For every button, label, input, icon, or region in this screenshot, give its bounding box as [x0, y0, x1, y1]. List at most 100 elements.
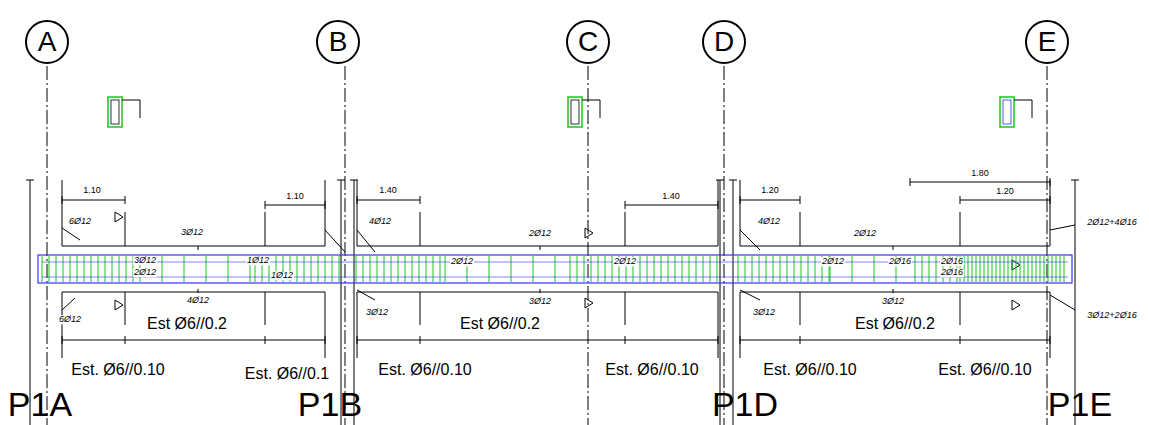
dimension-value: 1.40 [378, 186, 398, 195]
dimension-value: 1.10 [82, 186, 102, 195]
stirrup-line [91, 256, 92, 282]
dimension-value: 1.10 [285, 192, 305, 201]
stirrup-line [759, 256, 760, 282]
axis-circle: B [316, 20, 360, 64]
stirrup-line [984, 256, 985, 282]
stirrup-line [70, 256, 71, 282]
stirrup-line [325, 256, 326, 282]
stirrup-line [311, 256, 312, 282]
stirrup-line [1012, 256, 1013, 282]
dimension-value: 1.20 [995, 187, 1015, 196]
dimension-value: 1.80 [970, 169, 990, 178]
stirrup-line [440, 256, 441, 282]
stirrup-line [584, 256, 585, 282]
axis-circle: D [702, 20, 746, 64]
stirrup-line [703, 256, 704, 282]
stirrup-line [696, 256, 697, 282]
stirrup-line [780, 256, 781, 282]
stirrup-line [752, 256, 753, 282]
stirrup-line [1064, 256, 1065, 282]
dimension-value: 1.20 [760, 186, 780, 195]
stirrup-line [936, 256, 937, 282]
axis-circle: C [566, 20, 610, 64]
stirrup-line [717, 256, 718, 282]
stirrup-line [332, 256, 333, 282]
rebar-label: 2Ø12 [133, 268, 157, 277]
stirrup-line [972, 256, 973, 282]
rebar-label: 2Ø12 [528, 229, 552, 238]
stirrup-line [647, 256, 648, 282]
stirrup-line [1008, 256, 1009, 282]
stirrup-line [370, 256, 371, 282]
rebar-label: 6Ø12 [68, 217, 92, 226]
stirrup-line [98, 256, 99, 282]
axis-letter: B [329, 28, 348, 56]
stirrup-line [605, 256, 606, 282]
stirrup-line [976, 256, 977, 282]
stirrup-line [801, 256, 802, 282]
stirrup-line [591, 256, 592, 282]
rebar-label: 1Ø12 [246, 256, 270, 265]
stirrup-label: Est Ø6//0.2 [853, 316, 937, 333]
rebar-label: 3Ø12 [133, 256, 157, 265]
stirrup-line [533, 256, 534, 282]
stirrup-line [745, 256, 746, 282]
stirrup-label: Est. Ø6//0.10 [761, 362, 858, 379]
stirrup-line [105, 256, 106, 282]
rebar-label: 2Ø12 [853, 229, 877, 238]
stirrup-line [968, 256, 969, 282]
stirrup-line [206, 256, 207, 282]
rebar-label: 1Ø12 [270, 271, 294, 280]
stirrup-line [412, 256, 413, 282]
stirrup-line [874, 256, 875, 282]
rebar-label: 3Ø12 [528, 297, 552, 306]
rebar-label: 3Ø12 [365, 308, 389, 317]
axis-letter: E [1038, 28, 1057, 56]
stirrup-label: Est. Ø6//0.10 [936, 362, 1033, 379]
stirrup-line [992, 256, 993, 282]
stirrup-line [126, 256, 127, 282]
stirrup-line [63, 256, 64, 282]
stirrup-line [1044, 256, 1045, 282]
stirrup-line [1052, 256, 1053, 282]
stirrup-line [738, 256, 739, 282]
stirrup-line [1032, 256, 1033, 282]
stirrup-label: Est. Ø6//0.10 [603, 362, 700, 379]
stirrup-line [852, 256, 853, 282]
stirrup-line [675, 256, 676, 282]
stirrup-line [56, 256, 57, 282]
stirrup-line [570, 256, 571, 282]
rebar-label: 6Ø12 [58, 315, 82, 324]
axis-letter: A [38, 28, 57, 56]
stirrup-line [419, 256, 420, 282]
stirrup-line [661, 256, 662, 282]
column-name: P1E [1048, 387, 1112, 423]
stirrup-line [162, 256, 163, 282]
rebar-label: 4Ø12 [757, 217, 781, 226]
stirrup-line [318, 256, 319, 282]
stirrup-label: Est Ø6//0.2 [458, 316, 542, 333]
rebar-label: 2Ø12 [613, 257, 637, 266]
stirrup-line [363, 256, 364, 282]
stirrup-line [77, 256, 78, 282]
stirrup-line [980, 256, 981, 282]
stirrup-line [766, 256, 767, 282]
stirrup-line [391, 256, 392, 282]
stirrup-line [787, 256, 788, 282]
rebar-label: 3Ø12 [752, 308, 776, 317]
stirrup-line [640, 256, 641, 282]
stirrup-line [119, 256, 120, 282]
stirrup-line [808, 256, 809, 282]
rebar-label: 3Ø12 [180, 228, 204, 237]
stirrup-line [1024, 256, 1025, 282]
rebar-label: 3Ø12+2Ø16 [1086, 311, 1137, 320]
dimension-value: 1.40 [661, 192, 681, 201]
stirrup-label: Est. Ø6//0.10 [69, 362, 166, 379]
stirrup-line [1016, 256, 1017, 282]
rebar-label: 2Ø12 [821, 257, 845, 266]
stirrup-line [988, 256, 989, 282]
stirrup-line [112, 256, 113, 282]
stirrup-line [929, 256, 930, 282]
stirrup-line [1048, 256, 1049, 282]
